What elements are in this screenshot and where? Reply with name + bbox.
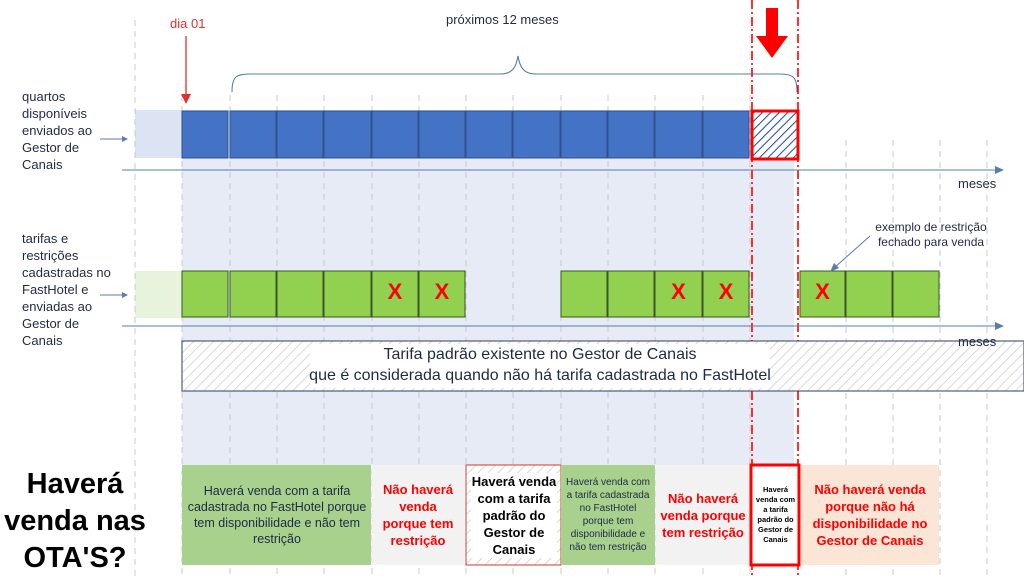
outcome-text: Haverá venda com a tarifa cadastrada no … (566, 477, 650, 553)
outcome-box-5-bg (656, 465, 750, 565)
availability-row-label: quartos disponíveis enviados ao Gestor d… (22, 89, 93, 172)
outcome-box-3: Haverá venda com a tarifa padrão do Gest… (468, 465, 560, 565)
question-heading: Haverá venda nas OTA'S? (4, 468, 146, 574)
outcome-box-4: Haverá venda com a tarifa cadastrada no … (561, 465, 655, 565)
outcome-box-4-bg (561, 465, 655, 565)
big-red-down-arrow (756, 8, 788, 58)
rate-blocks (181, 270, 940, 318)
outcome-box-6: Haverá venda com a tarifa padrão do Gest… (754, 467, 797, 563)
outcome-text: Não haverá venda porque tem restrição (382, 482, 454, 548)
day-01-arrowhead (181, 94, 191, 104)
pre-period-shade-rates (135, 271, 182, 318)
restriction-mark: X (671, 279, 686, 304)
highlighted-hatched-block (750, 109, 800, 161)
restriction-example-label: exemplo de restrição fechado para venda (875, 220, 987, 249)
outcome-box-7: Não haverá venda porque não há disponibi… (803, 465, 937, 565)
period-label: próximos 12 meses (446, 12, 559, 27)
outcome-text: Não haverá venda porque tem restrição (660, 490, 746, 540)
day-01-label: dia 01 (170, 16, 206, 31)
outcome-box-5: Não haverá venda porque tem restrição (656, 465, 750, 565)
outcome-box-7-bg (801, 465, 939, 565)
outcome-box-6-bg (749, 463, 801, 567)
outcome-box-1: Haverá venda com a tarifa cadastrada no … (186, 465, 368, 565)
restriction-mark: X (434, 279, 450, 304)
default-rate-line-2: que é considerada quando não há tarifa c… (309, 367, 771, 384)
axis-1-label: meses (958, 176, 997, 191)
axis-2-label: meses (958, 334, 997, 349)
month-axis-2-arrowhead (995, 322, 1004, 330)
rates-row-label: tarifas e restrições cadastradas no Fast… (22, 231, 111, 348)
twelve-month-brace (231, 55, 798, 93)
outcome-text: Não haverá venda porque não há disponibi… (812, 482, 928, 548)
restriction-mark: X (387, 279, 403, 304)
restriction-mark: X (718, 279, 734, 304)
default-rate-line-1: Tarifa padrão existente no Gestor de Can… (383, 346, 697, 363)
availability-blocks (181, 109, 800, 161)
outcome-text: Haverá venda com a tarifa padrão do Gest… (471, 472, 557, 558)
outcome-text: Haverá venda com a tarifa padrão do Gest… (755, 485, 796, 544)
outcome-box-1-bg (182, 465, 371, 565)
outcome-box-2-bg (372, 465, 464, 565)
outcome-box-2: Não haverá venda porque tem restrição (372, 465, 464, 565)
pre-period-shade-availability (135, 110, 182, 158)
restriction-mark: X (815, 279, 830, 304)
month-axis-1-arrowhead (995, 166, 1004, 174)
default-rate-text-bg (310, 344, 770, 388)
outcome-text: Haverá venda com a tarifa cadastrada no … (187, 484, 367, 546)
